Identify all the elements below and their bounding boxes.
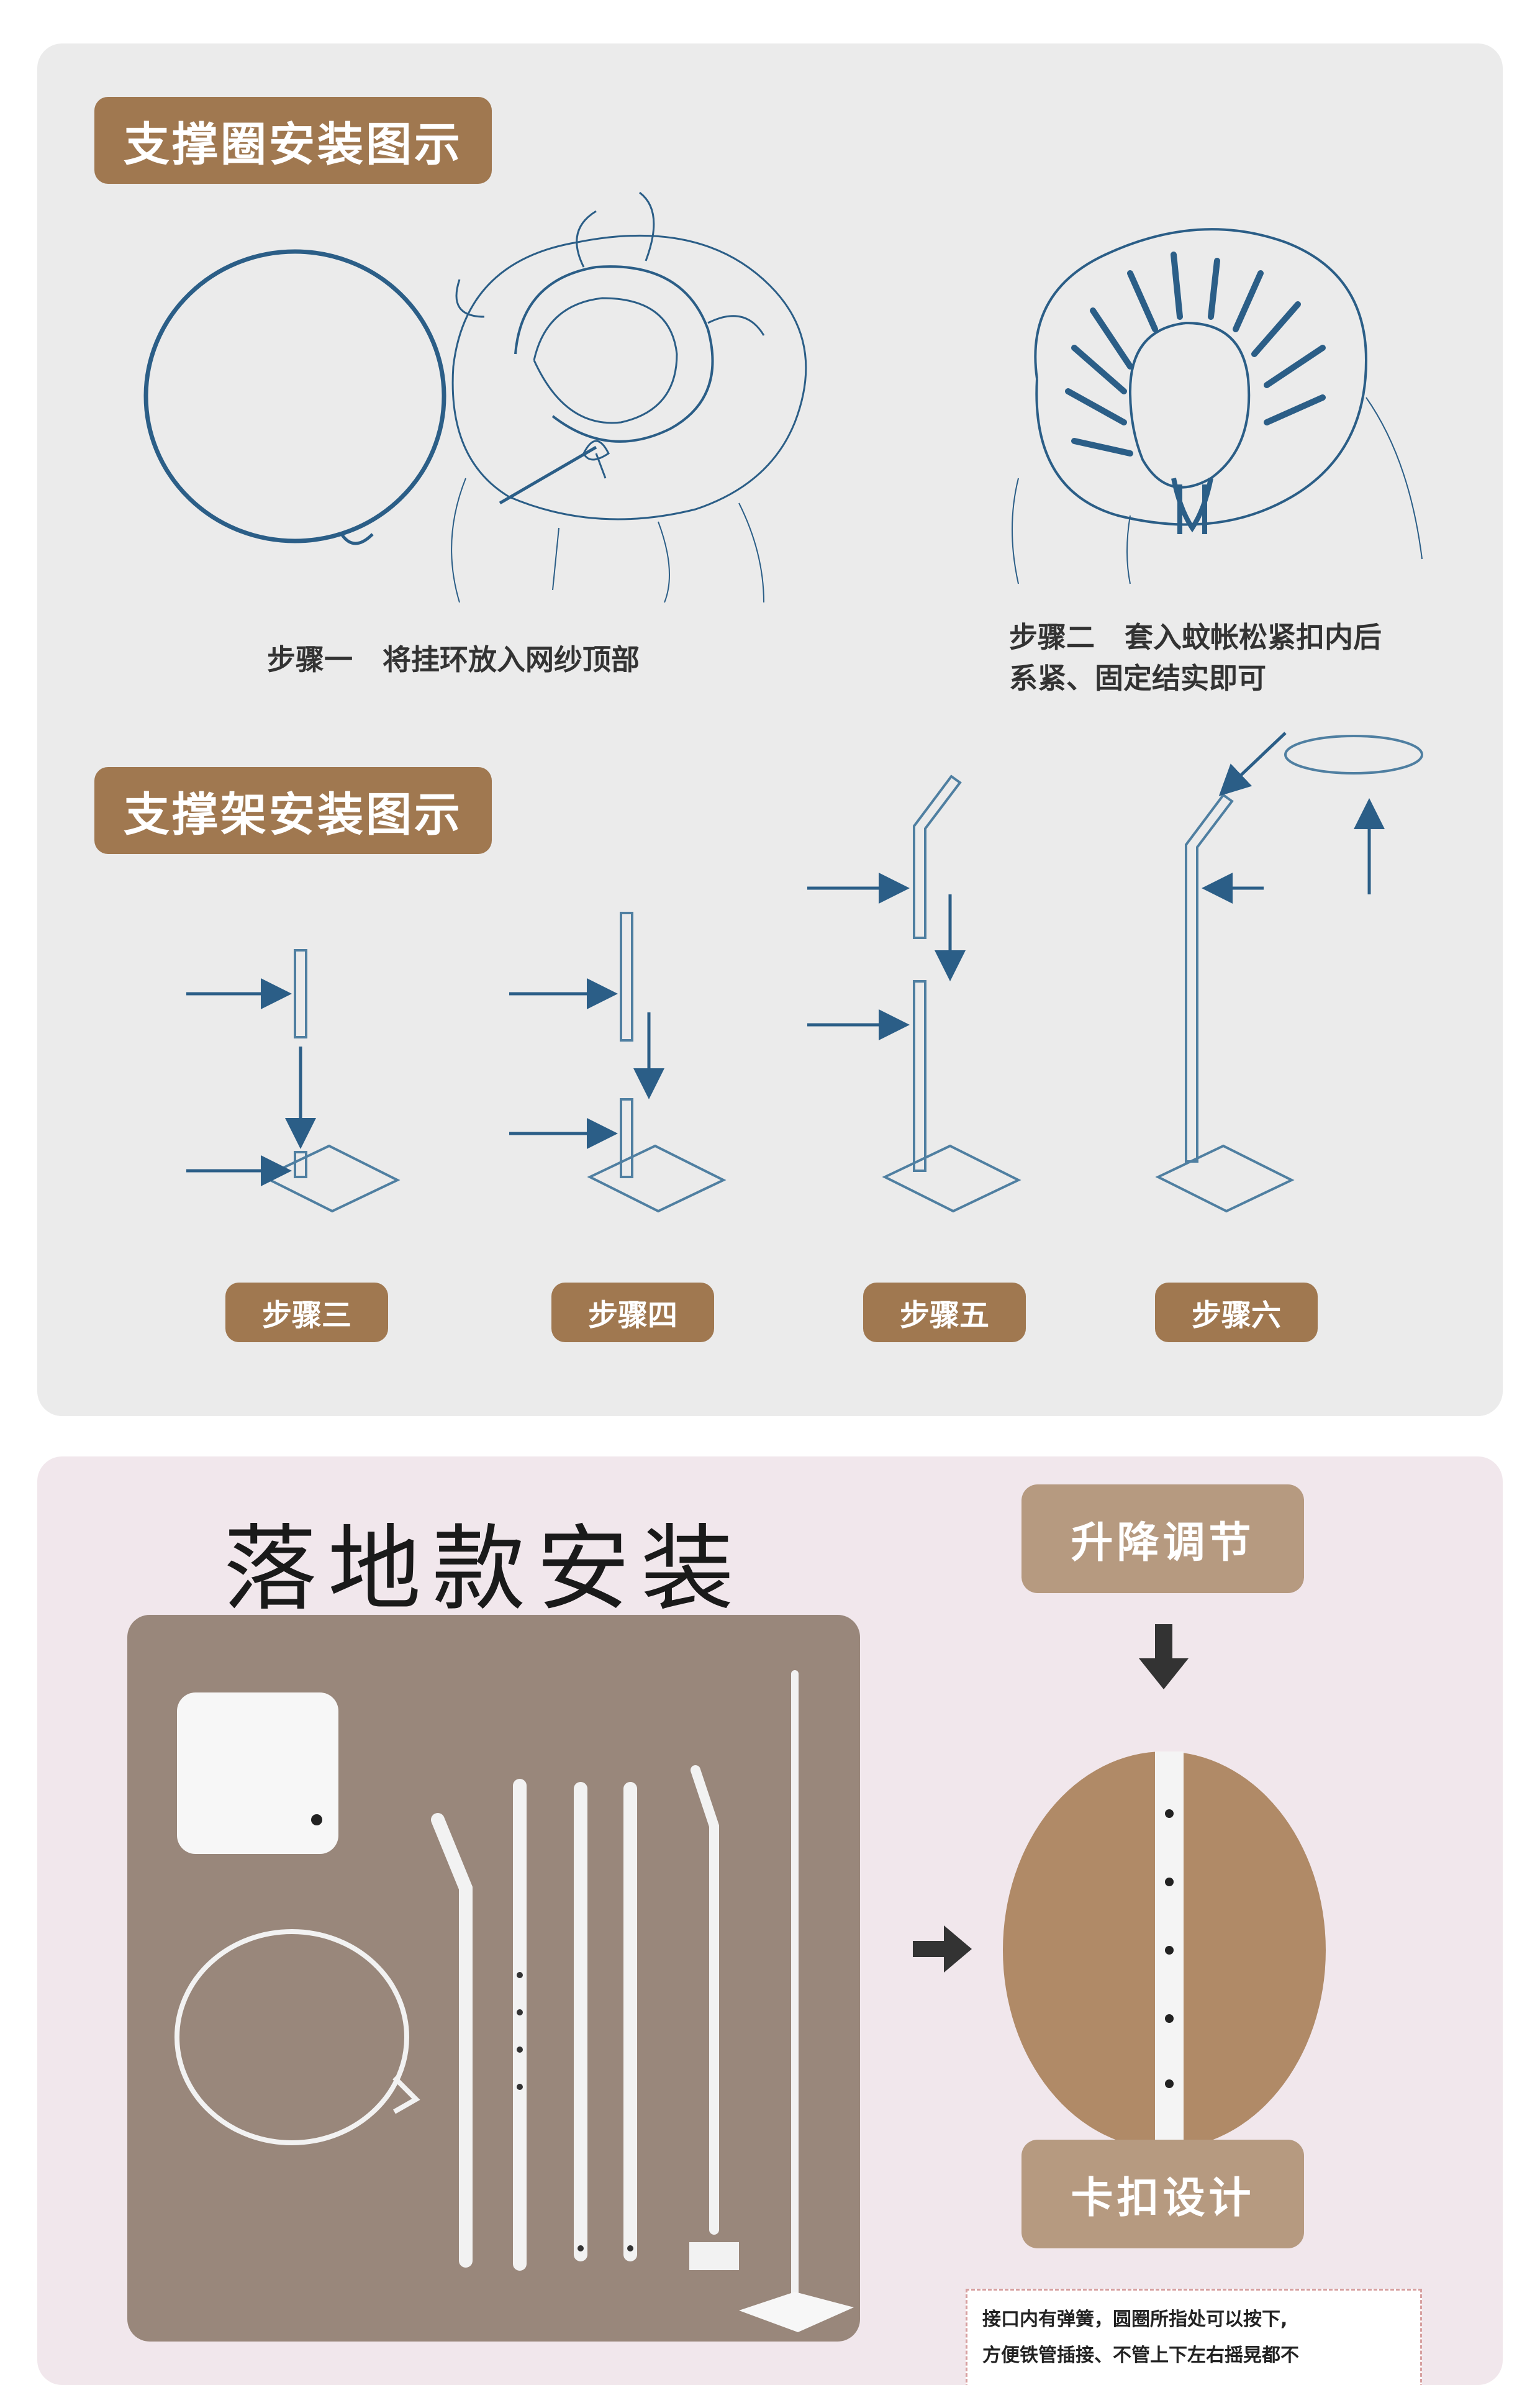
stand-assembly-illustration (37, 43, 1503, 1416)
ring-and-stand-instructions-panel: 支撑圈安装图示 (37, 43, 1503, 1416)
step3-tag: 步骤三 (225, 1283, 388, 1342)
step4-tag: 步骤四 (551, 1283, 714, 1342)
floor-stand-panel: 落地款安装 (37, 1456, 1503, 2385)
step6-tag: 步骤六 (1155, 1283, 1318, 1342)
step5-tag: 步骤五 (863, 1283, 1026, 1342)
clip-description-note: 接口内有弹簧，圆圈所指处可以按下, 方便铁管插接、不管上下左右摇晃都不 (966, 2289, 1422, 2385)
clip-design-label: 卡扣设计 (1021, 2140, 1304, 2248)
note-line-2: 方便铁管插接、不管上下左右摇晃都不 (982, 2338, 1405, 2374)
note-line-1: 接口内有弹簧，圆圈所指处可以按下, (982, 2302, 1405, 2338)
